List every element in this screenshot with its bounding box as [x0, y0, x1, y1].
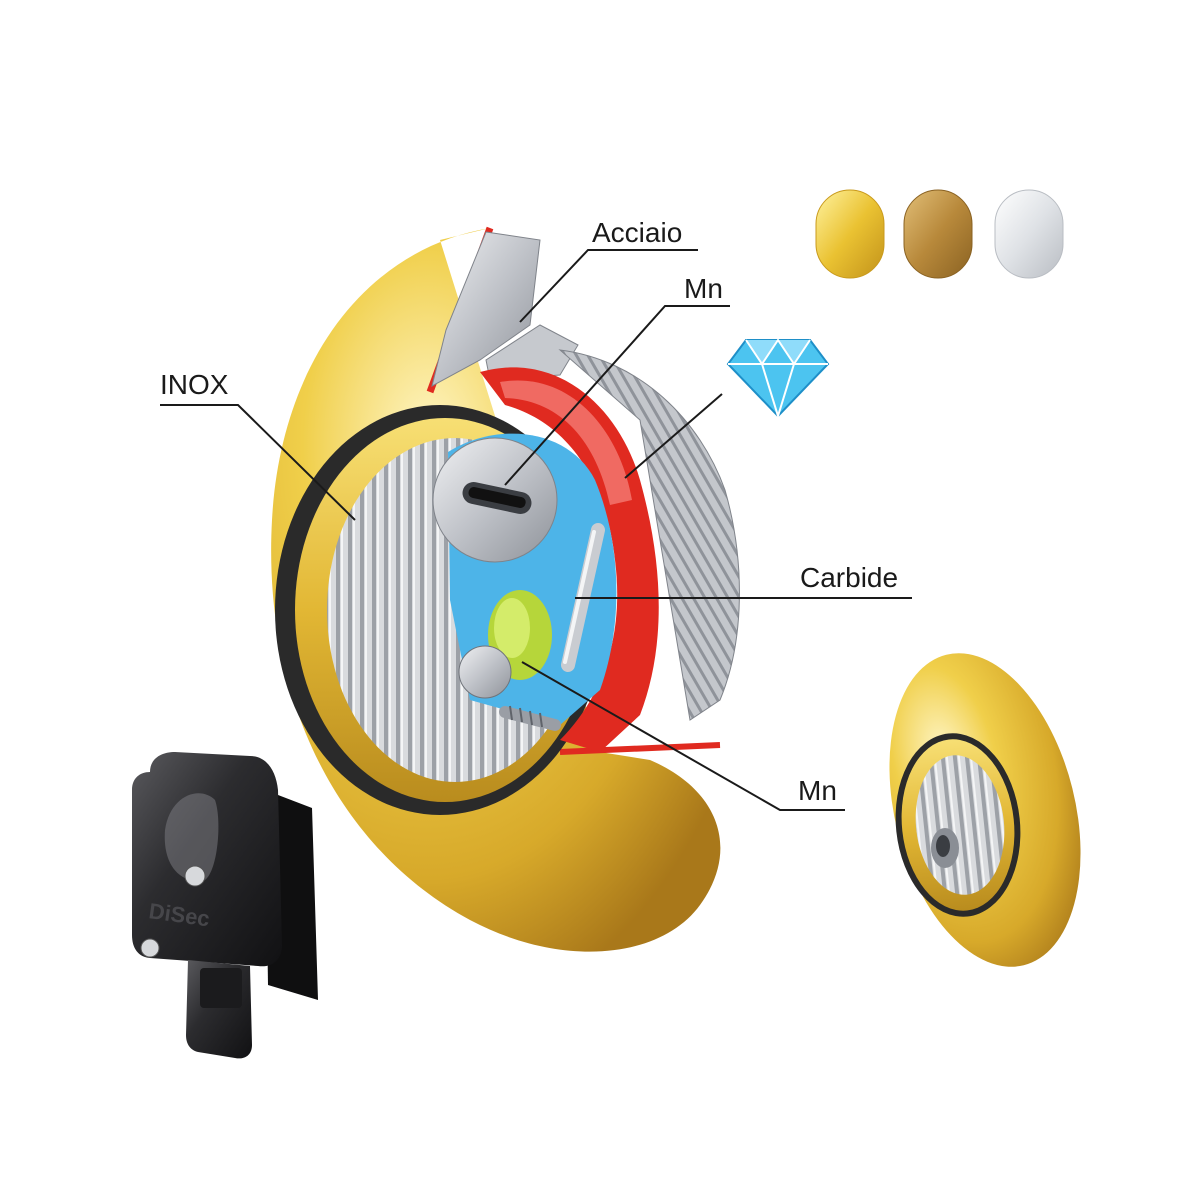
leader-lines	[160, 249, 912, 811]
spring	[499, 706, 561, 731]
finish-swatches	[815, 189, 1064, 279]
cover-cap-screw-top	[184, 865, 206, 887]
leader-inox	[160, 404, 356, 521]
leader-acciaio	[519, 249, 698, 323]
cover-cap-highlight	[164, 793, 219, 881]
shell-cut-edge-bottom	[559, 742, 721, 755]
ball-bearing	[458, 645, 512, 699]
label-inox: INOX	[160, 369, 229, 400]
threaded-body	[558, 349, 740, 721]
label-acciaio: Acciaio	[592, 217, 682, 248]
key-cover-cap: DiSec	[132, 752, 318, 1059]
manganese-ring-highlight	[500, 380, 632, 505]
label-carbide: Carbide	[800, 562, 898, 593]
finish-swatch-bronze[interactable]	[903, 189, 973, 279]
leader-mn-bottom	[521, 661, 845, 811]
cutaway-shield	[271, 226, 740, 952]
callout-labels: Acciaio Mn INOX Carbide Mn	[160, 217, 898, 806]
leader-mn-top	[504, 305, 730, 486]
label-mn-bottom: Mn	[798, 775, 837, 806]
steel-top-insert	[431, 231, 541, 387]
cover-cap-screw-left	[140, 938, 160, 958]
finish-swatch-chrome[interactable]	[994, 189, 1064, 279]
finish-swatch-brass[interactable]	[815, 189, 885, 279]
assembled-shield	[889, 653, 1081, 967]
leader-diamond	[624, 393, 723, 479]
diamond-icon	[726, 338, 830, 420]
label-mn-top: Mn	[684, 273, 723, 304]
